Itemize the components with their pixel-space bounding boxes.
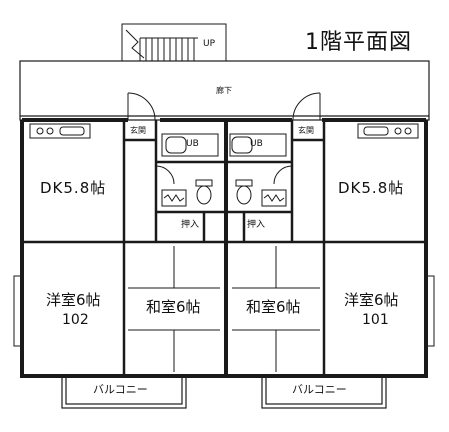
room-number-left: 102 xyxy=(62,312,89,328)
doors xyxy=(127,92,321,185)
tatami-lines xyxy=(128,246,320,372)
balconies xyxy=(61,375,387,409)
closet-label-left: 押入 xyxy=(181,220,200,230)
toilets xyxy=(195,179,253,205)
japanese-room-label-left: 和室6帖 xyxy=(146,298,201,316)
bath-units xyxy=(161,133,287,157)
bath-label-left: UB xyxy=(186,139,199,149)
closet-label-right: 押入 xyxy=(247,220,266,230)
balcony-label-left: バルコニー xyxy=(93,383,148,396)
western-room-label-right: 洋室6帖 xyxy=(344,291,399,309)
windows xyxy=(13,275,435,347)
floor-title: 1階平面図 xyxy=(305,30,412,55)
entrance-label-right: 玄関 xyxy=(298,126,314,135)
western-room-label-left: 洋室6帖 xyxy=(46,291,101,309)
washing-areas xyxy=(161,189,287,207)
entrance-label-left: 玄関 xyxy=(130,126,146,135)
kitchen-counters xyxy=(29,123,419,139)
dk-label-right: DK5.8帖 xyxy=(338,179,405,197)
stair-up-label: UP xyxy=(203,39,216,49)
balcony-label-right: バルコニー xyxy=(292,383,347,396)
exterior-walls xyxy=(20,118,428,378)
bath-label-right: UB xyxy=(250,139,263,149)
dk-label-left: DK5.8帖 xyxy=(40,179,107,197)
room-number-right: 101 xyxy=(362,312,389,328)
staircase xyxy=(121,23,227,62)
japanese-room-label-right: 和室6帖 xyxy=(246,298,301,316)
corridor-label: 廊下 xyxy=(216,86,232,95)
